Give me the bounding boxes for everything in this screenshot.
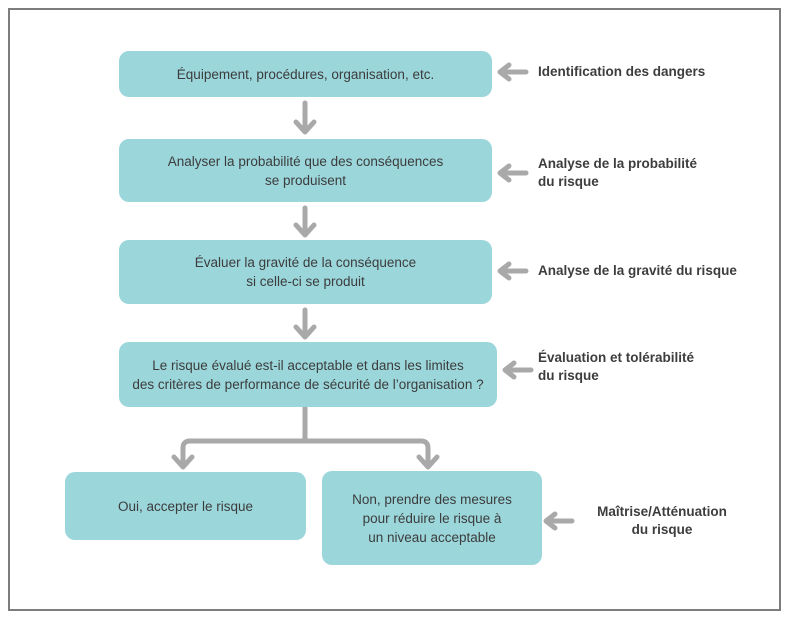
flow-box-line: Oui, accepter le risque <box>117 498 254 514</box>
flow-box-line: Analyser la probabilité que des conséque… <box>167 153 444 169</box>
flow-box-mitigate-risk: Non, prendre des mesures pour réduire le… <box>322 471 542 565</box>
side-label-probability-analysis: Analyse de la probabilité du risque <box>538 155 697 191</box>
side-label-mitigation: Maîtrise/Atténuation du risque <box>578 503 746 539</box>
side-label-line: Identification des dangers <box>538 64 706 79</box>
flow-box-line: Le risque évalué est-il acceptable et da… <box>152 357 464 373</box>
flow-box-line: Équipement, procédures, organisation, et… <box>176 66 435 82</box>
flow-box-line: pour réduire le risque à <box>362 510 502 526</box>
flow-box-line: se produisent <box>264 172 347 188</box>
diagram-frame <box>8 8 781 611</box>
flow-box-line: un niveau acceptable <box>368 529 496 545</box>
side-label-line: du risque <box>538 368 599 383</box>
flow-box-line: des critères de performance de sécurité … <box>132 376 484 392</box>
side-label-line: Analyse de la gravité du risque <box>538 263 737 278</box>
side-label-identification: Identification des dangers <box>538 63 705 81</box>
side-label-line: Évaluation et tolérabilité <box>538 350 695 365</box>
flow-box-hazard-sources: Équipement, procédures, organisation, et… <box>119 51 492 97</box>
side-label-line: Analyse de la probabilité <box>538 156 698 171</box>
side-label-severity-analysis: Analyse de la gravité du risque <box>538 262 737 280</box>
side-label-line: du risque <box>538 174 599 189</box>
flow-box-acceptability-question: Le risque évalué est-il acceptable et da… <box>119 342 497 407</box>
flow-box-line: Non, prendre des mesures <box>352 491 512 507</box>
flow-box-accept-risk: Oui, accepter le risque <box>65 472 306 540</box>
side-label-line: Maîtrise/Atténuation <box>597 504 727 519</box>
flow-box-line: si celle-ci se produit <box>246 274 365 289</box>
side-label-evaluation-tolerability: Évaluation et tolérabilité du risque <box>538 349 694 385</box>
flow-box-severity-evaluation: Évaluer la gravité de la conséquence si … <box>119 240 492 304</box>
flow-box-line: Évaluer la gravité de la conséquence <box>194 255 417 270</box>
side-label-line: du risque <box>631 522 693 537</box>
flow-box-probability-analysis: Analyser la probabilité que des conséque… <box>119 139 492 202</box>
